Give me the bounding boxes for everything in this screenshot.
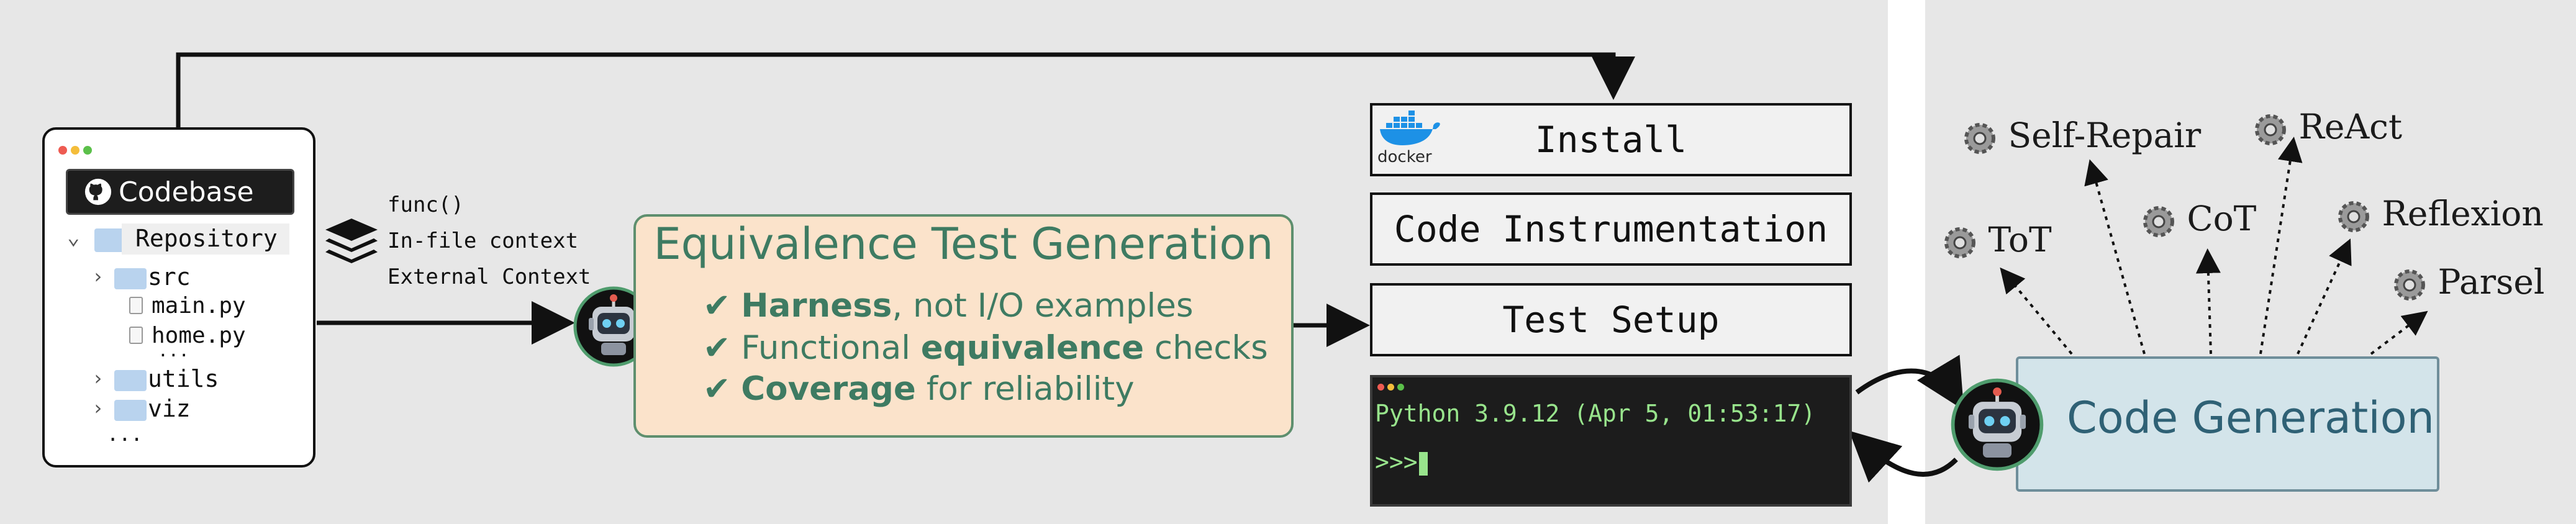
tree-item-utils[interactable]: utils [148,365,219,392]
gear-icon [2394,269,2425,300]
gear-icon [1964,123,1995,154]
technique-react: ReAct [2253,107,2402,147]
robot-icon [573,286,654,367]
technique-tot: ToT [1943,220,2052,260]
layers-icon [325,219,378,263]
equivalence-title: Equivalence Test Generation [653,219,1274,269]
check-icon: ✔ [703,329,731,367]
code-generation-box [2016,356,2439,492]
equivalence-point-rest: , not I/O examples [892,287,1194,325]
chevron-right-icon[interactable]: › [92,396,104,420]
equivalence-point-rest: checks [1144,329,1268,367]
test-setup-label: Test Setup [1502,299,1720,341]
chevron-right-icon[interactable]: › [92,366,104,390]
tree-ellipsis: ... [158,340,189,361]
equivalence-point-functional: ✔ Functional equivalence checks [703,329,1268,367]
technique-label: Reflexion [2382,194,2544,233]
technique-label: Parsel [2438,262,2545,302]
cursor [1418,451,1428,476]
instrumentation-step: Code Instrumentation [1370,192,1852,266]
tree-item-main-py[interactable]: main.py [152,293,246,318]
codebase-label: Codebase [119,176,254,208]
check-icon: ✔ [703,287,731,325]
technique-label: CoT [2187,199,2257,238]
window-close-dot [58,146,67,155]
technique-cot: CoT [2141,199,2256,239]
equivalence-point-bold: Coverage [741,370,916,408]
terminal-prompt[interactable]: >>> [1375,448,1428,476]
equivalence-test-box [633,214,1294,438]
folder-icon [114,370,147,391]
instrumentation-label: Code Instrumentation [1394,208,1828,250]
tree-item-repository[interactable]: Repository [135,225,278,252]
folder-icon [114,400,147,421]
install-label: Install [1535,119,1687,161]
technique-label: Self-Repair [2008,115,2202,155]
code-generation-label: Code Generation [2067,392,2434,443]
window-minimize-dot [1387,384,1394,391]
equivalence-point-bold: equivalence [920,329,1145,367]
window-minimize-dot [71,146,79,155]
technique-label: ReAct [2298,107,2403,147]
equivalence-point-harness: ✔ Harness, not I/O examples [703,287,1193,325]
gear-icon [2143,206,2174,237]
file-icon [129,327,143,344]
window-maximize-dot [83,146,92,155]
terminal-version-line: Python 3.9.12 (Apr 5, 01:53:17) [1375,400,1816,427]
docker-logo: docker [1377,111,1451,170]
gear-icon [1944,227,1975,258]
context-in-file: In-file context [388,228,579,253]
window-close-dot [1377,384,1384,391]
equivalence-point-coverage: ✔ Coverage for reliability [703,370,1135,408]
equivalence-point-rest: for reliability [915,370,1135,408]
repository-row-highlight [122,224,289,255]
chevron-down-icon[interactable]: ⌄ [67,225,80,250]
codebase-badge: Codebase [66,169,294,215]
tree-item-home-py[interactable]: home.py [152,323,246,348]
gear-icon [2255,114,2286,145]
context-external: External Context [388,264,591,289]
robot-icon [1951,378,2044,471]
equivalence-point-pre: Functional [741,329,921,367]
file-icon [129,297,143,314]
github-icon [84,178,112,206]
docker-label: docker [1377,148,1432,166]
technique-self-repair: Self-Repair [1962,115,2201,156]
window-maximize-dot [1397,384,1404,391]
tree-ellipsis: ... [107,422,143,446]
context-func: func() [388,192,464,217]
check-icon: ✔ [703,370,731,408]
install-step: Install [1370,103,1852,176]
tree-item-src[interactable]: src [148,263,191,291]
docker-whale-icon [1380,111,1440,145]
equivalence-point-bold: Harness [741,287,892,325]
prompt-text: >>> [1375,448,1418,476]
technique-reflexion: Reflexion [2336,194,2544,234]
folder-icon [114,268,147,289]
chevron-right-icon[interactable]: › [92,264,104,288]
gear-icon [2338,201,2369,232]
tree-item-viz[interactable]: viz [148,395,191,422]
technique-label: ToT [1988,220,2052,260]
python-terminal[interactable]: Python 3.9.12 (Apr 5, 01:53:17) >>> [1370,375,1852,507]
test-setup-step: Test Setup [1370,283,1852,356]
technique-parsel: Parsel [2392,262,2544,302]
